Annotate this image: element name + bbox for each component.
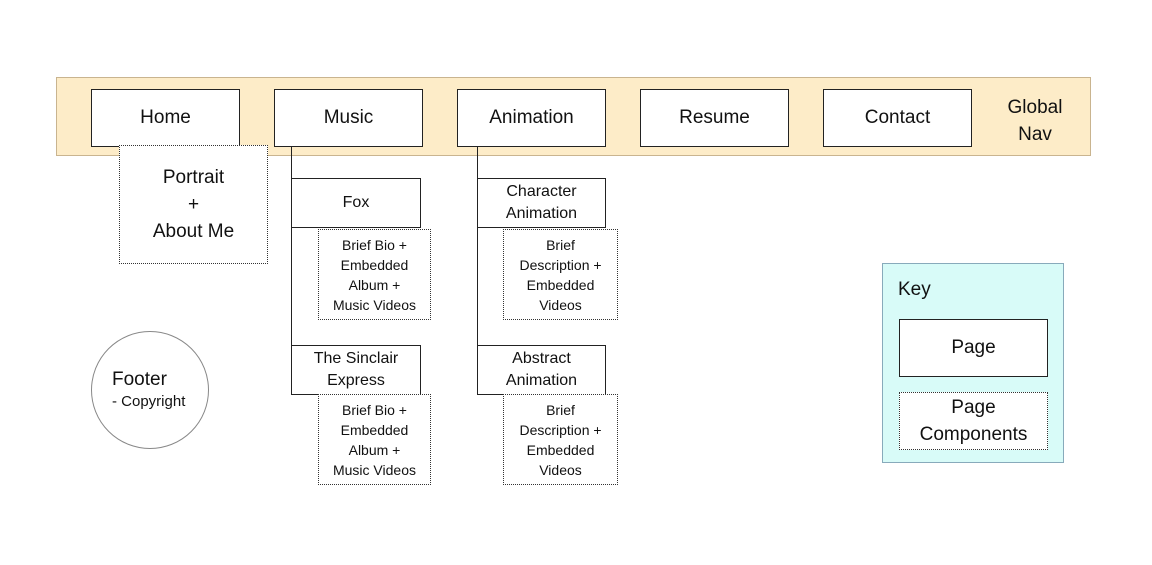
animation-abstract-components: Brief Description + Embedded Videos [503, 394, 618, 485]
component-line: Videos [539, 461, 582, 478]
legend-components-line1: Page [951, 397, 996, 418]
nav-page-contact-label: Contact [864, 107, 931, 128]
music-page-sinclair-express[interactable]: The Sinclair Express [291, 345, 421, 395]
component-line: Music Videos [332, 461, 416, 478]
legend-page-label: Page [951, 337, 996, 358]
component-line: Embedded [340, 256, 409, 273]
nav-page-music-label: Music [323, 107, 374, 128]
animation-page-abstract-title-line2: Animation [505, 372, 578, 389]
component-line: Album + [348, 441, 401, 458]
music-page-sinclair-title-line2: Express [327, 372, 385, 389]
component-line: Embedded [340, 421, 409, 438]
global-nav-label-line1: Global [1007, 97, 1063, 118]
animation-page-character[interactable]: Character Animation [477, 178, 606, 228]
music-fox-components: Brief Bio + Embedded Album + Music Video… [318, 229, 431, 320]
component-line: Description + [519, 421, 602, 438]
component-line: Embedded [526, 276, 595, 293]
component-line: Embedded [526, 441, 595, 458]
footer-node: Footer - Copyright [91, 331, 209, 449]
legend-components-line2: Components [919, 424, 1028, 445]
home-components-line3: About Me [152, 221, 235, 242]
home-components: Portrait + About Me [119, 145, 268, 264]
component-line: Album + [348, 276, 401, 293]
animation-page-character-title-line2: Animation [505, 205, 578, 222]
music-page-sinclair-title-line1: The Sinclair [313, 350, 399, 367]
component-line: Brief Bio + [342, 236, 407, 253]
component-line: Description + [519, 256, 602, 273]
global-nav-label-line2: Nav [1018, 124, 1052, 145]
nav-page-animation[interactable]: Animation [457, 89, 606, 147]
legend-page-sample: Page [899, 319, 1048, 377]
music-sinclair-components: Brief Bio + Embedded Album + Music Video… [318, 394, 431, 485]
nav-page-animation-label: Animation [489, 107, 574, 128]
home-components-line2: + [187, 194, 200, 215]
legend-components-sample: Page Components [899, 392, 1048, 450]
animation-page-abstract[interactable]: Abstract Animation [477, 345, 606, 395]
component-line: Music Videos [332, 296, 416, 313]
component-line: Videos [539, 296, 582, 313]
footer-subtitle: - Copyright [112, 393, 186, 410]
home-components-line1: Portrait [162, 167, 225, 188]
animation-page-abstract-title-line1: Abstract [512, 350, 571, 367]
nav-page-contact[interactable]: Contact [823, 89, 972, 147]
music-page-fox[interactable]: Fox [291, 178, 421, 228]
component-line: Brief [546, 401, 575, 418]
music-page-fox-title-line1: Fox [342, 194, 370, 211]
nav-page-resume-label: Resume [679, 107, 750, 128]
nav-page-resume[interactable]: Resume [640, 89, 789, 147]
animation-page-character-title-line1: Character [506, 183, 577, 200]
animation-tree-connector [477, 147, 478, 394]
animation-character-components: Brief Description + Embedded Videos [503, 229, 618, 320]
nav-page-home[interactable]: Home [91, 89, 240, 147]
music-tree-connector [291, 147, 292, 394]
legend-title: Key [898, 279, 931, 300]
component-line: Brief Bio + [342, 401, 407, 418]
footer-title: Footer [112, 369, 167, 390]
component-line: Brief [546, 236, 575, 253]
global-nav-label: Global Nav [1002, 94, 1068, 148]
nav-page-home-label: Home [140, 107, 191, 128]
nav-page-music[interactable]: Music [274, 89, 423, 147]
